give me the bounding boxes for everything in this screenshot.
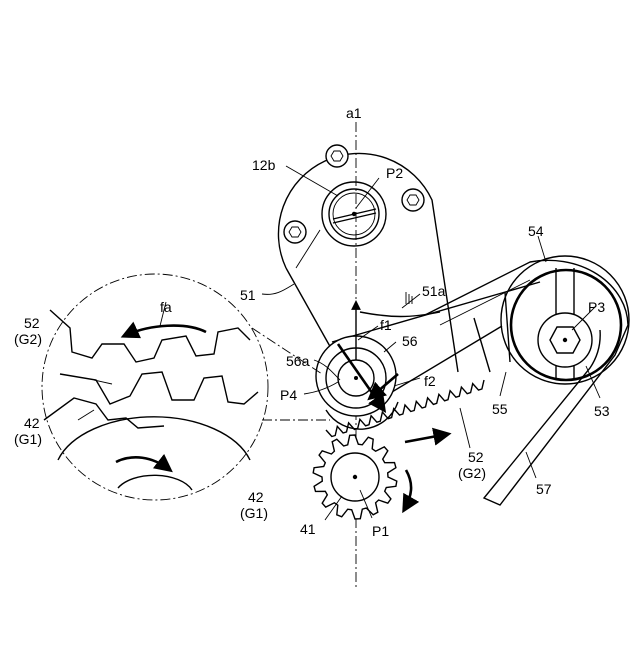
- label-g2-inset: (G2): [14, 331, 42, 347]
- label-53: 53: [594, 403, 610, 419]
- label-56: 56: [402, 333, 418, 349]
- label-f2: f2: [424, 373, 436, 389]
- label-p3: P3: [588, 299, 605, 315]
- label-g1: (G1): [240, 505, 268, 521]
- label-55: 55: [492, 401, 508, 417]
- label-a1: a1: [346, 105, 362, 121]
- label-51a: 51a: [422, 283, 446, 299]
- bolt-right: [402, 189, 424, 211]
- arrow-pinion-rotation: [404, 470, 411, 510]
- label-p2: P2: [386, 165, 403, 181]
- shaft-p2: [322, 182, 386, 246]
- arrow-gear52-rotation: [405, 434, 448, 442]
- label-52-inset: 52: [24, 315, 40, 331]
- label-12b: 12b: [252, 157, 276, 173]
- inset-arrow-rotation: [116, 457, 170, 470]
- bolt-top: [326, 145, 348, 167]
- label-51: 51: [240, 287, 256, 303]
- label-fa: fa: [160, 299, 172, 315]
- label-54: 54: [528, 223, 544, 239]
- label-g2: (G2): [458, 465, 486, 481]
- label-p4: P4: [280, 387, 297, 403]
- pulley-54: [501, 256, 629, 384]
- label-p1: P1: [372, 523, 389, 539]
- label-g1-inset: (G1): [14, 431, 42, 447]
- label-52: 52: [468, 449, 484, 465]
- label-56a: 56a: [286, 353, 310, 369]
- label-41: 41: [300, 521, 316, 537]
- bolt-left: [284, 221, 306, 243]
- pinion-gear-42: [313, 435, 397, 519]
- label-42: 42: [248, 489, 264, 505]
- label-42-inset: 42: [24, 415, 40, 431]
- inset-arrow-fa: [124, 326, 206, 336]
- label-f1: f1: [380, 317, 392, 333]
- label-57: 57: [536, 481, 552, 497]
